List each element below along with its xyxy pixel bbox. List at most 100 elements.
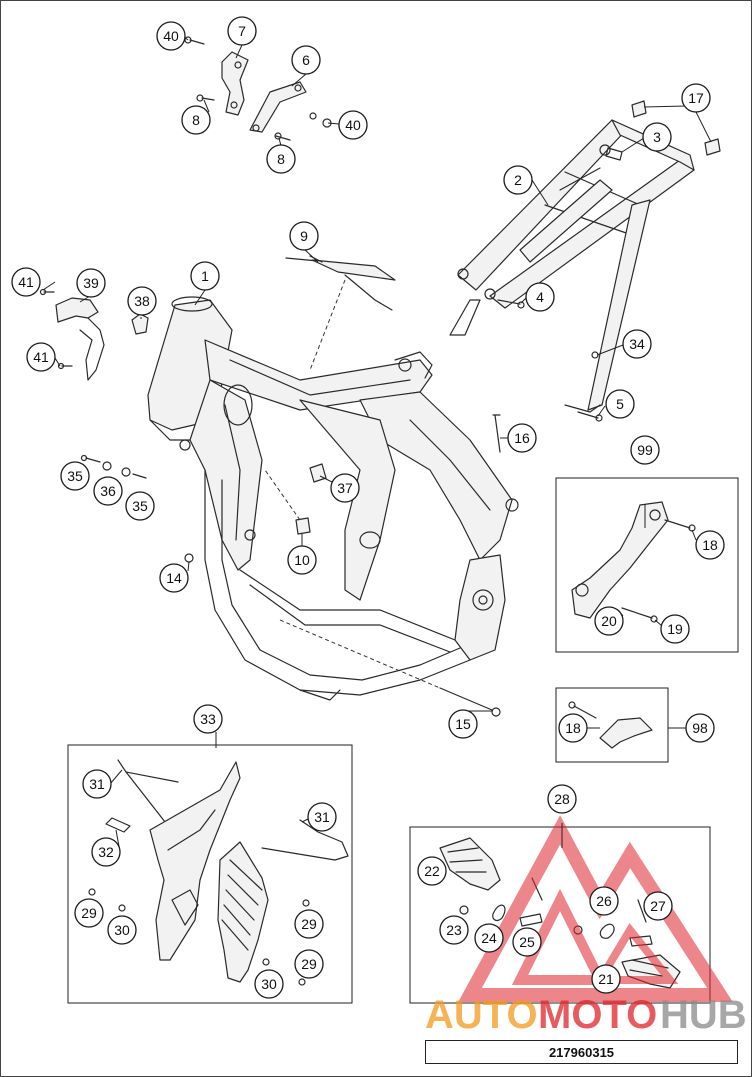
callout-32: 32 bbox=[91, 837, 121, 867]
callout-14: 14 bbox=[159, 563, 189, 593]
svg-text:31: 31 bbox=[89, 776, 105, 792]
svg-text:AUTO: AUTO bbox=[425, 993, 538, 1037]
callout-41-bottom: 41 bbox=[26, 342, 56, 372]
callout-99: 99 bbox=[630, 435, 660, 465]
svg-text:29: 29 bbox=[81, 905, 97, 921]
callout-35-right: 35 bbox=[125, 491, 155, 521]
svg-text:37: 37 bbox=[337, 480, 353, 496]
callout-36: 36 bbox=[93, 476, 123, 506]
callout-8-top: 8 bbox=[181, 105, 211, 135]
callout-29-right-bottom: 29 bbox=[294, 949, 324, 979]
svg-text:35: 35 bbox=[132, 498, 148, 514]
callout-33: 33 bbox=[193, 704, 223, 734]
callout-37: 37 bbox=[330, 473, 360, 503]
callout-31-right: 31 bbox=[307, 802, 337, 832]
callout-24: 24 bbox=[474, 923, 504, 953]
svg-text:23: 23 bbox=[446, 922, 462, 938]
watermark-logo-text: AUTO MOTO HUB bbox=[425, 993, 747, 1037]
svg-text:38: 38 bbox=[134, 293, 150, 309]
svg-text:26: 26 bbox=[596, 893, 612, 909]
svg-text:8: 8 bbox=[192, 112, 200, 128]
callout-29-left: 29 bbox=[74, 898, 104, 928]
svg-text:9: 9 bbox=[300, 228, 308, 244]
left-clips-drawing bbox=[39, 288, 149, 381]
box-99 bbox=[555, 477, 739, 653]
svg-text:41: 41 bbox=[33, 349, 49, 365]
svg-text:34: 34 bbox=[629, 336, 645, 352]
svg-text:7: 7 bbox=[238, 23, 246, 39]
callout-6: 6 bbox=[291, 45, 321, 75]
callout-25: 25 bbox=[512, 927, 542, 957]
svg-text:29: 29 bbox=[301, 916, 317, 932]
svg-text:25: 25 bbox=[519, 934, 535, 950]
svg-text:99: 99 bbox=[637, 442, 653, 458]
callout-26: 26 bbox=[589, 886, 619, 916]
callout-21: 21 bbox=[591, 964, 621, 994]
svg-text:22: 22 bbox=[424, 863, 440, 879]
svg-text:32: 32 bbox=[98, 844, 114, 860]
frame-protector-drawing bbox=[88, 759, 349, 986]
svg-text:4: 4 bbox=[536, 289, 544, 305]
callout-41-top: 41 bbox=[11, 267, 41, 297]
svg-text:8: 8 bbox=[277, 151, 285, 167]
callout-28: 28 bbox=[547, 784, 577, 814]
callout-39: 39 bbox=[76, 268, 106, 298]
callout-15: 15 bbox=[448, 709, 478, 739]
diagram-reference-number: 217960315 bbox=[425, 1040, 738, 1064]
svg-text:98: 98 bbox=[692, 720, 708, 736]
svg-text:28: 28 bbox=[554, 791, 570, 807]
callout-10: 10 bbox=[287, 545, 317, 575]
svg-text:41: 41 bbox=[18, 274, 34, 290]
callout-18-box99: 18 bbox=[695, 530, 725, 560]
svg-text:24: 24 bbox=[481, 930, 497, 946]
svg-text:18: 18 bbox=[702, 537, 718, 553]
svg-text:18: 18 bbox=[565, 720, 581, 736]
callout-40-right: 40 bbox=[338, 110, 368, 140]
callout-30-right: 30 bbox=[254, 969, 284, 999]
svg-text:16: 16 bbox=[514, 430, 530, 446]
callout-16: 16 bbox=[507, 423, 537, 453]
callout-31-left: 31 bbox=[82, 769, 112, 799]
callout-8-bottom: 8 bbox=[266, 144, 296, 174]
callout-22: 22 bbox=[417, 856, 447, 886]
svg-text:17: 17 bbox=[688, 90, 704, 106]
svg-text:10: 10 bbox=[294, 552, 310, 568]
callout-3: 3 bbox=[642, 122, 672, 152]
callout-38: 38 bbox=[127, 286, 157, 316]
svg-text:40: 40 bbox=[345, 117, 361, 133]
callout-18-box98: 18 bbox=[558, 713, 588, 743]
svg-text:14: 14 bbox=[166, 570, 182, 586]
callout-29-right-top: 29 bbox=[294, 909, 324, 939]
svg-text:20: 20 bbox=[601, 613, 617, 629]
callout-2: 2 bbox=[503, 165, 533, 195]
svg-text:29: 29 bbox=[301, 956, 317, 972]
callout-4: 4 bbox=[525, 282, 555, 312]
svg-text:19: 19 bbox=[667, 621, 683, 637]
svg-text:MOTO: MOTO bbox=[538, 993, 657, 1037]
callout-19: 19 bbox=[660, 614, 690, 644]
clip-98-drawing bbox=[568, 701, 653, 749]
callout-35-left: 35 bbox=[60, 461, 90, 491]
callout-98: 98 bbox=[685, 713, 715, 743]
callout-30-left: 30 bbox=[107, 915, 137, 945]
callout-27: 27 bbox=[643, 891, 673, 921]
svg-text:36: 36 bbox=[100, 483, 116, 499]
svg-text:21: 21 bbox=[598, 971, 614, 987]
svg-text:31: 31 bbox=[314, 809, 330, 825]
svg-text:15: 15 bbox=[455, 716, 471, 732]
callout-5: 5 bbox=[605, 389, 635, 419]
box-98 bbox=[555, 687, 669, 763]
callout-40-top: 40 bbox=[156, 21, 186, 51]
svg-text:6: 6 bbox=[302, 52, 310, 68]
svg-text:1: 1 bbox=[201, 268, 209, 284]
svg-text:33: 33 bbox=[200, 711, 216, 727]
side-stand-bracket-drawing bbox=[571, 501, 696, 623]
callout-9: 9 bbox=[289, 221, 319, 251]
svg-text:2: 2 bbox=[514, 172, 522, 188]
svg-text:30: 30 bbox=[114, 922, 130, 938]
svg-text:30: 30 bbox=[261, 976, 277, 992]
footrest-drawing bbox=[439, 837, 681, 989]
svg-text:27: 27 bbox=[650, 898, 666, 914]
engine-hanger-drawing bbox=[184, 36, 332, 141]
